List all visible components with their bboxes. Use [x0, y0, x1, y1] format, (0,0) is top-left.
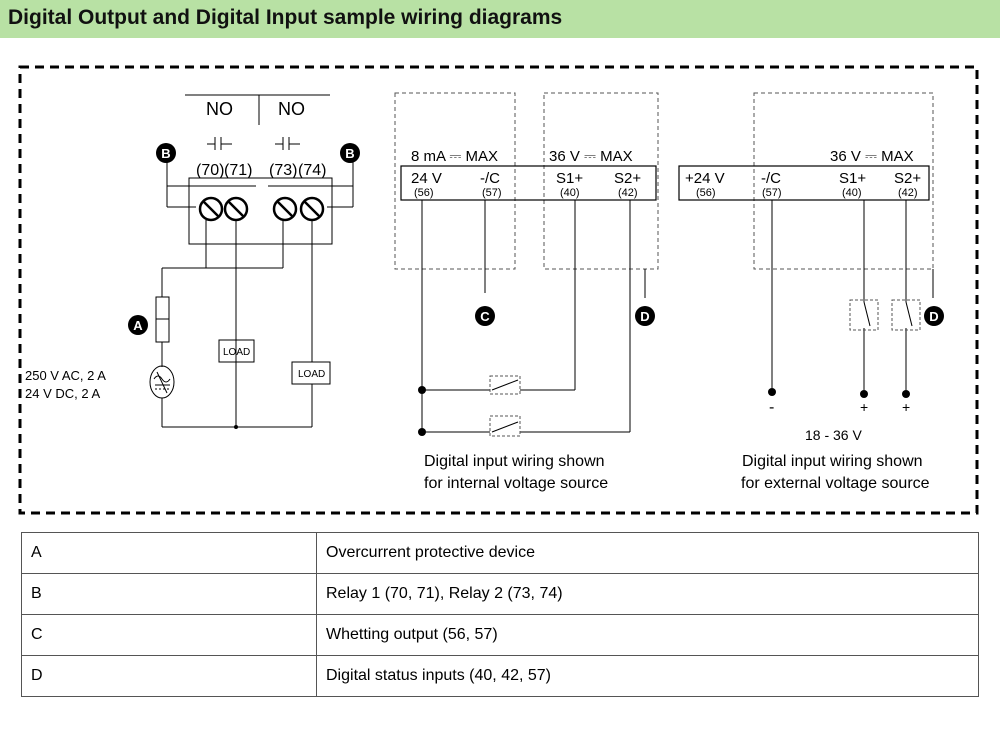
- svg-text:B: B: [345, 146, 354, 161]
- internal-section: [394, 92, 659, 437]
- callout-d-internal: D: [635, 306, 655, 326]
- legend-description: Overcurrent protective device: [316, 532, 979, 574]
- external-caption-line1: Digital input wiring shown: [742, 453, 923, 470]
- external-input-max-label: 36 V ⎓ MAX: [830, 148, 914, 165]
- legend-description: Relay 1 (70, 71), Relay 2 (73, 74): [316, 573, 979, 615]
- wiring-diagram: NO NO (70) (71) (73) (74) LOAD LOAD 250 …: [0, 60, 1000, 520]
- svg-text:A: A: [133, 318, 143, 333]
- external-terminal-56-label: +24 V: [685, 170, 725, 187]
- legend-key: B: [21, 573, 317, 615]
- external-minus-sign: -: [769, 399, 774, 416]
- external-voltage-range: 18 - 36 V: [805, 427, 862, 443]
- rating-ac: 250 V AC, 2 A: [25, 368, 106, 383]
- external-terminal-42-number: (42): [898, 187, 918, 199]
- internal-terminal-56-label: 24 V: [411, 170, 442, 187]
- internal-input-max-label: 36 V ⎓ MAX: [549, 148, 633, 165]
- internal-terminal-42-number: (42): [618, 187, 638, 199]
- internal-caption-line2: for internal voltage source: [424, 475, 608, 492]
- internal-caption-line1: Digital input wiring shown: [424, 453, 605, 470]
- external-terminal-57-number: (57): [762, 187, 782, 199]
- relay-section: [149, 94, 354, 429]
- external-caption-line2: for external voltage source: [741, 475, 930, 492]
- svg-text:D: D: [640, 309, 649, 324]
- relay-contact-label-2: NO: [278, 99, 305, 119]
- diagram-frame: [18, 65, 979, 515]
- internal-terminal-57-label: -/C: [480, 170, 500, 187]
- external-terminal-40-number: (40): [842, 187, 862, 199]
- external-plus-sign-s1: +: [860, 399, 868, 415]
- callout-d-external: D: [924, 306, 944, 326]
- callout-b-left: B: [156, 143, 176, 163]
- relay-terminal-block: [188, 177, 333, 245]
- legend-description: Digital status inputs (40, 42, 57): [316, 655, 979, 697]
- relay-terminal-74: (74): [298, 162, 326, 179]
- legend-table: A Overcurrent protective device B Relay …: [21, 532, 979, 697]
- relay-terminal-73: (73): [269, 162, 297, 179]
- internal-terminal-40-label: S1+: [556, 170, 583, 187]
- legend-key: C: [21, 614, 317, 656]
- table-row: C Whetting output (56, 57): [21, 614, 979, 656]
- load-label-2: LOAD: [298, 369, 325, 380]
- external-plus-sign-s2: +: [902, 399, 910, 415]
- table-row: B Relay 1 (70, 71), Relay 2 (73, 74): [21, 573, 979, 615]
- external-terminal-42-label: S2+: [894, 170, 921, 187]
- table-row: A Overcurrent protective device: [21, 532, 979, 574]
- internal-terminal-strip: [400, 165, 657, 201]
- legend-key: A: [21, 532, 317, 574]
- table-row: D Digital status inputs (40, 42, 57): [21, 655, 979, 697]
- external-terminal-40-label: S1+: [839, 170, 866, 187]
- section-title: Digital Output and Digital Input sample …: [8, 6, 563, 29]
- legend-description: Whetting output (56, 57): [316, 614, 979, 656]
- callout-b-right: B: [340, 143, 360, 163]
- svg-text:B: B: [161, 146, 170, 161]
- legend-key: D: [21, 655, 317, 697]
- internal-terminal-56-number: (56): [414, 187, 434, 199]
- external-terminal-strip: [678, 165, 930, 201]
- whetting-max-label: 8 mA ⎓ MAX: [411, 148, 498, 165]
- internal-terminal-40-number: (40): [560, 187, 580, 199]
- section-header: Digital Output and Digital Input sample …: [0, 0, 1000, 38]
- external-terminal-57-label: -/C: [761, 170, 781, 187]
- relay-terminal-70: (70): [196, 162, 224, 179]
- rating-dc: 24 V DC, 2 A: [25, 386, 100, 401]
- load-label-1: LOAD: [223, 347, 250, 358]
- svg-text:D: D: [929, 309, 938, 324]
- callout-a: A: [128, 315, 148, 335]
- load-box-1: [218, 339, 255, 363]
- external-terminal-56-number: (56): [696, 187, 716, 199]
- svg-text:C: C: [480, 309, 490, 324]
- internal-terminal-42-label: S2+: [614, 170, 641, 187]
- relay-terminal-71: (71): [224, 162, 252, 179]
- relay-contact-label-1: NO: [206, 99, 233, 119]
- load-box-2: [291, 361, 331, 385]
- callout-c: C: [475, 306, 495, 326]
- internal-terminal-57-number: (57): [482, 187, 502, 199]
- external-section: [678, 92, 934, 390]
